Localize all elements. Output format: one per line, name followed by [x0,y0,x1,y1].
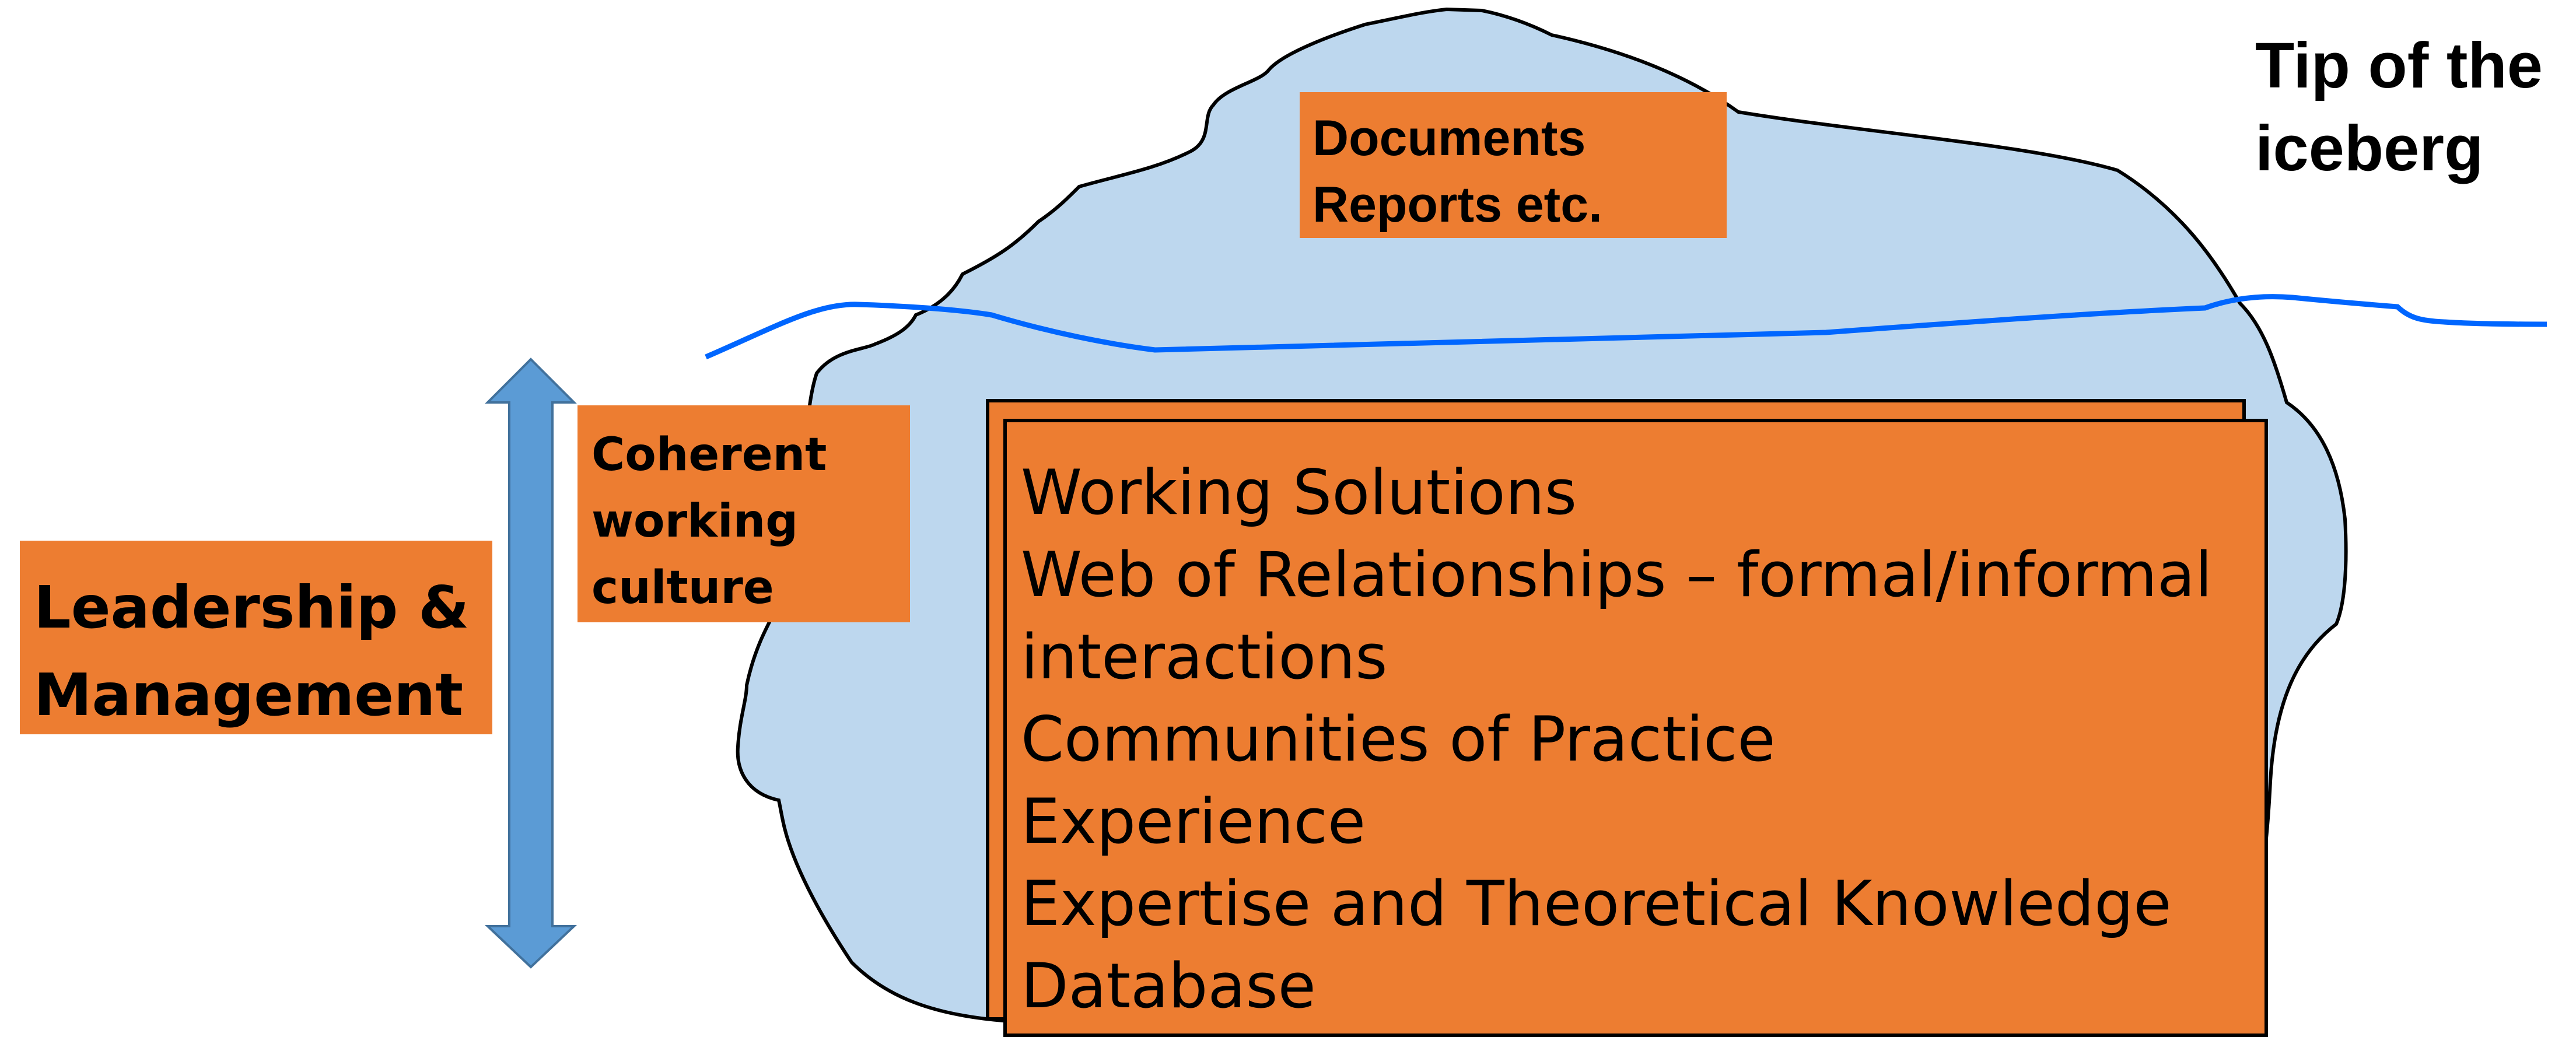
culture-label-line: working [592,495,799,548]
knowledge-item: interactions [1021,621,1388,693]
tip-label-line: Tip of the [2255,30,2543,101]
culture-label-line: Coherent [592,429,827,481]
culture-label-line: culture [592,562,774,614]
double-arrow-icon [484,358,578,969]
coherent-culture-box: Coherent working culture [578,405,910,622]
documents-label-line: Documents [1312,110,1586,166]
tip-label-line: iceberg [2255,113,2484,184]
leadership-management-box: Leadership & Management [20,541,492,734]
tip-of-iceberg-label: Tip of the iceberg [2255,24,2543,190]
knowledge-item: Expertise and Theoretical Knowledge [1021,868,2172,940]
documents-box: Documents Reports etc. [1300,92,1727,238]
knowledge-box: Working Solutions Web of Relationships –… [1003,419,2268,1037]
knowledge-item: Web of Relationships – formal/informal [1021,539,2213,611]
knowledge-item: Experience [1021,786,1366,857]
waterline [705,294,2547,360]
leadership-label-line: Leadership & [34,573,470,642]
documents-label-line: Reports etc. [1312,177,1603,233]
leadership-label-line: Management [34,661,464,729]
knowledge-item: Working Solutions [1021,457,1577,528]
knowledge-item: Database [1021,950,1316,1022]
knowledge-item: Communities of Practice [1021,703,1776,775]
